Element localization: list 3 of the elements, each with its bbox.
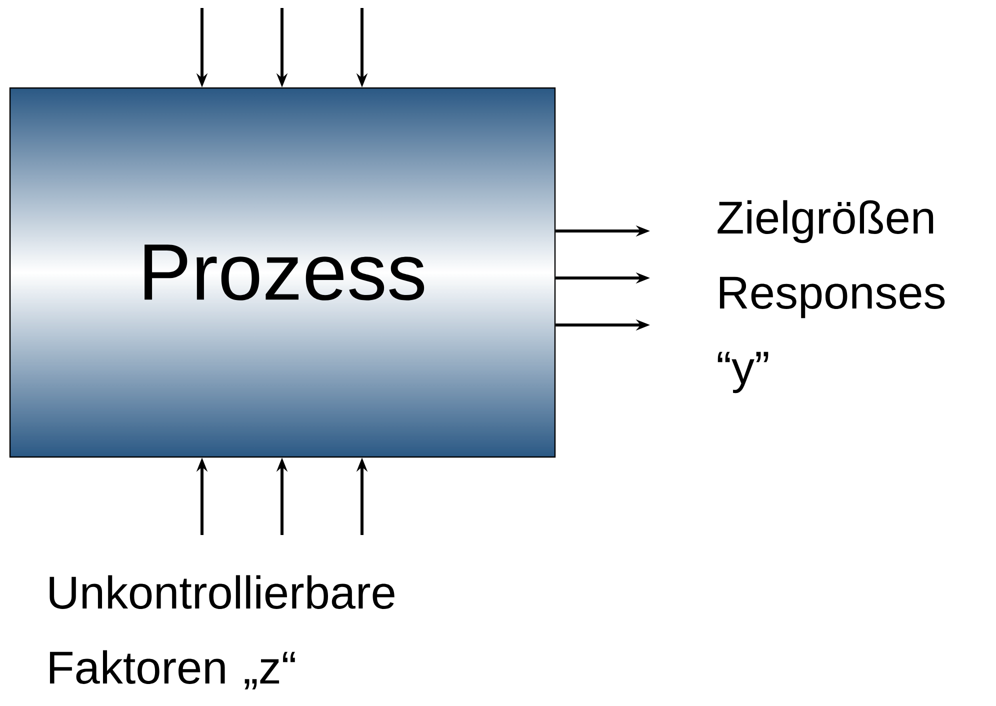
input-label: Unkontrollierbare Faktoren „z“ xyxy=(50,575,394,690)
output-label: Zielgrößen Responses “y” xyxy=(718,200,945,394)
process-box: Prozess xyxy=(9,87,556,458)
